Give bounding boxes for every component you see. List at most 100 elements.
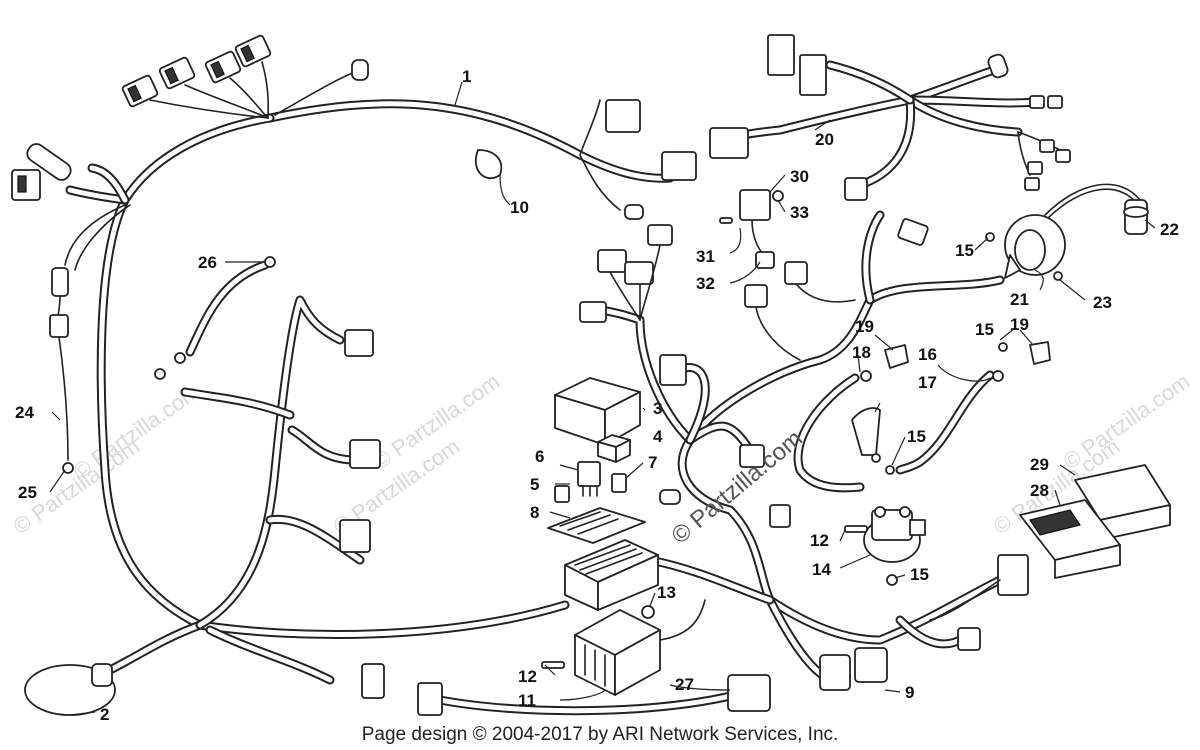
leader-lines [49, 81, 1156, 716]
callout-2: 2 [100, 705, 109, 724]
connector-20-b [799, 54, 827, 96]
harness-segment-core [182, 389, 293, 418]
center-harness [595, 210, 1005, 685]
watermark-right-2: © Partzilla.com [1059, 369, 1195, 475]
relay-6 [577, 461, 601, 497]
harness-segment-core [197, 602, 568, 638]
harness-segment-core [107, 622, 203, 673]
callout-27: 27 [675, 675, 694, 694]
connector-32 [755, 251, 775, 269]
main-harness [65, 99, 675, 685]
callout-10: 10 [510, 198, 529, 217]
plug-20-top [987, 53, 1009, 79]
connector-right-center [661, 151, 697, 181]
callout-7: 7 [648, 453, 657, 472]
eyelet-26-bottom [174, 352, 186, 364]
fuse-5 [554, 485, 570, 503]
harness-segment-core [89, 165, 128, 203]
callout-4: 4 [653, 427, 663, 446]
left-connectors [11, 143, 131, 474]
connector-cluster-a [597, 249, 627, 273]
screw-31 [719, 217, 733, 224]
terminal-20-b [1047, 95, 1063, 109]
callout-19-left: 19 [855, 317, 874, 336]
callout-15-mid: 15 [907, 427, 926, 446]
switch-a [819, 654, 851, 691]
callout-23: 23 [1093, 293, 1112, 312]
connector-center-low [739, 444, 765, 468]
harness-segment-core [207, 627, 333, 683]
connector-left-mid [349, 439, 381, 469]
boot-19-right [1029, 341, 1051, 365]
connector-b [158, 56, 196, 90]
fuse-7 [611, 473, 627, 493]
connector-center-mid [744, 284, 768, 308]
terminal-20-a [1029, 95, 1045, 109]
callout-11: 11 [518, 691, 536, 710]
harness-segment-core [907, 97, 1021, 135]
connector-left-mid-low [339, 519, 371, 553]
ecu-28-29 [929, 464, 1171, 621]
callout-8: 8 [530, 503, 539, 522]
connector-lower-left [361, 663, 385, 699]
connector-center-left [659, 354, 687, 386]
harness-segment-outline [195, 295, 345, 630]
plug-2 [91, 663, 113, 687]
bolt-12-lower [541, 661, 565, 669]
harness-segment-core [687, 423, 753, 453]
callout-15-coil: 15 [955, 241, 974, 260]
eyelet-26-top [264, 256, 276, 268]
callout-32: 32 [696, 274, 715, 293]
callout-22: 22 [1160, 220, 1179, 239]
callout-14: 14 [812, 560, 831, 579]
harness-segment-core [863, 212, 883, 303]
bolt-12-upper [844, 525, 868, 533]
connector-d [234, 34, 272, 68]
harness-segment-core [907, 65, 1003, 103]
fuse-box [564, 539, 659, 611]
callout-18: 18 [852, 343, 871, 362]
relay-cover-3 [554, 377, 641, 446]
harness-segment-core [98, 115, 273, 628]
harness-segment-core [907, 97, 1038, 106]
solenoid-14 [844, 506, 926, 586]
plug-center [624, 204, 644, 220]
nut-15-mid-a [871, 453, 881, 463]
connector-far-right-low [957, 627, 981, 651]
harness-27 [435, 690, 740, 716]
coil-21 [985, 183, 1149, 281]
callout-28: 28 [1030, 481, 1049, 500]
boot-17 [851, 407, 881, 456]
callout-33: 33 [790, 203, 809, 222]
harness-segment-core [437, 692, 738, 714]
washer-33 [772, 190, 784, 202]
connector-a [121, 74, 159, 108]
switch-9 [854, 647, 888, 683]
regulator-11 [541, 599, 706, 696]
nut-15-mid-b [885, 465, 895, 475]
harness-segment-core [597, 307, 693, 443]
harness-segment-core [197, 297, 343, 628]
callout-16: 16 [918, 345, 937, 364]
nut-15-coil [985, 232, 995, 242]
fuse-relay-parts [547, 377, 659, 611]
callout-30: 30 [790, 167, 809, 186]
nut-13 [641, 605, 655, 619]
connector-center-right [784, 261, 808, 285]
plug-left-top [26, 143, 72, 181]
callout-5: 5 [530, 475, 539, 494]
harness-segment-core [679, 437, 773, 603]
relay-30 [739, 189, 771, 221]
connector-upper-right [897, 218, 929, 246]
plug-top [351, 59, 369, 81]
harness-segment-core [827, 62, 913, 103]
callout-19-right: 19 [1010, 315, 1029, 334]
callout-25: 25 [18, 483, 37, 502]
connector-left-upper [344, 329, 374, 357]
harness-segment-core [289, 427, 358, 463]
callout-26: 26 [198, 253, 217, 272]
callout-labels: 1 2 3 4 5 6 7 8 9 10 11 12 12 13 14 15 1… [15, 67, 1179, 724]
connector-cluster-d [579, 301, 607, 323]
harness-segment-core [647, 557, 773, 603]
